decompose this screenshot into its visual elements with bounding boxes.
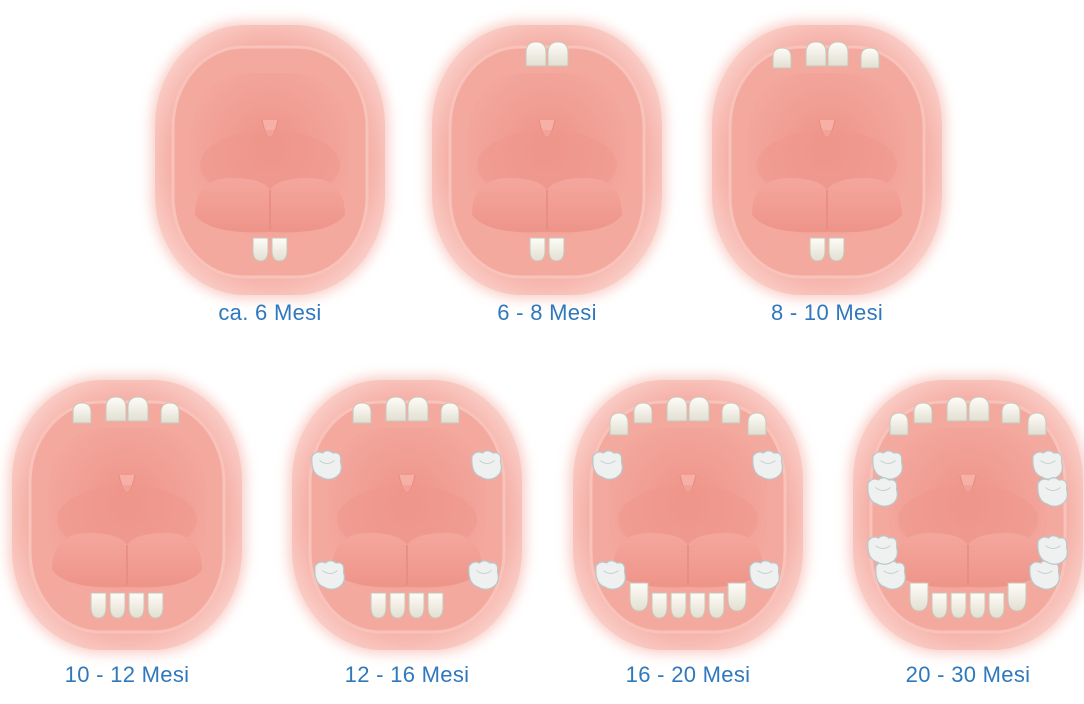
lower-second-molar [868, 536, 898, 565]
lower-incisor [829, 238, 844, 261]
upper-molar [753, 451, 783, 480]
lower-incisor [253, 238, 268, 261]
mouth-6 [569, 376, 807, 654]
mouth-3 [708, 21, 946, 299]
upper-incisor [969, 397, 989, 421]
stage-caption: 20 - 30 Mesi [868, 662, 1068, 688]
lower-incisor [989, 593, 1004, 618]
upper-lateral-incisor [161, 403, 179, 423]
upper-molar [312, 451, 342, 480]
lower-canine [630, 583, 648, 611]
upper-lateral-incisor [441, 403, 459, 423]
upper-canine [890, 413, 908, 435]
upper-incisor [128, 397, 148, 421]
upper-incisor [667, 397, 687, 421]
upper-lateral-incisor [773, 48, 791, 68]
lower-incisor [652, 593, 667, 618]
lower-incisor [409, 593, 424, 618]
lower-molar [876, 561, 906, 590]
upper-incisor [526, 42, 546, 66]
upper-lateral-incisor [861, 48, 879, 68]
lower-incisor [91, 593, 106, 618]
upper-incisor [689, 397, 709, 421]
stage-caption: 8 - 10 Mesi [727, 300, 927, 326]
mouth-2 [428, 21, 666, 299]
mouth-5 [288, 376, 526, 654]
upper-lateral-incisor [634, 403, 652, 423]
lower-incisor [148, 593, 163, 618]
upper-lateral-incisor [73, 403, 91, 423]
lower-incisor [428, 593, 443, 618]
lower-incisor [970, 593, 985, 618]
lower-incisor [951, 593, 966, 618]
upper-molar [1033, 451, 1063, 480]
lower-molar [469, 561, 499, 590]
stage-caption: 6 - 8 Mesi [447, 300, 647, 326]
stage-caption: 16 - 20 Mesi [588, 662, 788, 688]
lower-canine [910, 583, 928, 611]
lower-second-molar [1038, 536, 1068, 565]
upper-lateral-incisor [353, 403, 371, 423]
lower-molar [750, 561, 780, 590]
upper-lateral-incisor [1002, 403, 1020, 423]
lower-incisor [671, 593, 686, 618]
lower-molar [1030, 561, 1060, 590]
lower-incisor [110, 593, 125, 618]
upper-canine [610, 413, 628, 435]
mouth-7 [849, 376, 1084, 654]
upper-incisor [548, 42, 568, 66]
upper-molar [472, 451, 502, 480]
upper-lateral-incisor [722, 403, 740, 423]
lower-incisor [932, 593, 947, 618]
mouth-1 [151, 21, 389, 299]
upper-incisor [806, 42, 826, 66]
stage-caption: 10 - 12 Mesi [27, 662, 227, 688]
upper-canine [748, 413, 766, 435]
upper-incisor [947, 397, 967, 421]
lower-incisor [549, 238, 564, 261]
lower-incisor [272, 238, 287, 261]
stage-caption: ca. 6 Mesi [170, 300, 370, 326]
upper-incisor [386, 397, 406, 421]
lower-incisor [530, 238, 545, 261]
lower-molar [596, 561, 626, 590]
upper-second-molar [1038, 478, 1068, 507]
upper-incisor [408, 397, 428, 421]
lower-molar [315, 561, 345, 590]
lower-incisor [371, 593, 386, 618]
lower-incisor [810, 238, 825, 261]
upper-incisor [828, 42, 848, 66]
upper-second-molar [868, 478, 898, 507]
lower-canine [728, 583, 746, 611]
lower-incisor [390, 593, 405, 618]
lower-incisor [690, 593, 705, 618]
mouth-4 [8, 376, 246, 654]
upper-incisor [106, 397, 126, 421]
stage-caption: 12 - 16 Mesi [307, 662, 507, 688]
lower-incisor [129, 593, 144, 618]
upper-molar [873, 451, 903, 480]
lower-incisor [709, 593, 724, 618]
upper-canine [1028, 413, 1046, 435]
upper-molar [593, 451, 623, 480]
upper-lateral-incisor [914, 403, 932, 423]
lower-canine [1008, 583, 1026, 611]
